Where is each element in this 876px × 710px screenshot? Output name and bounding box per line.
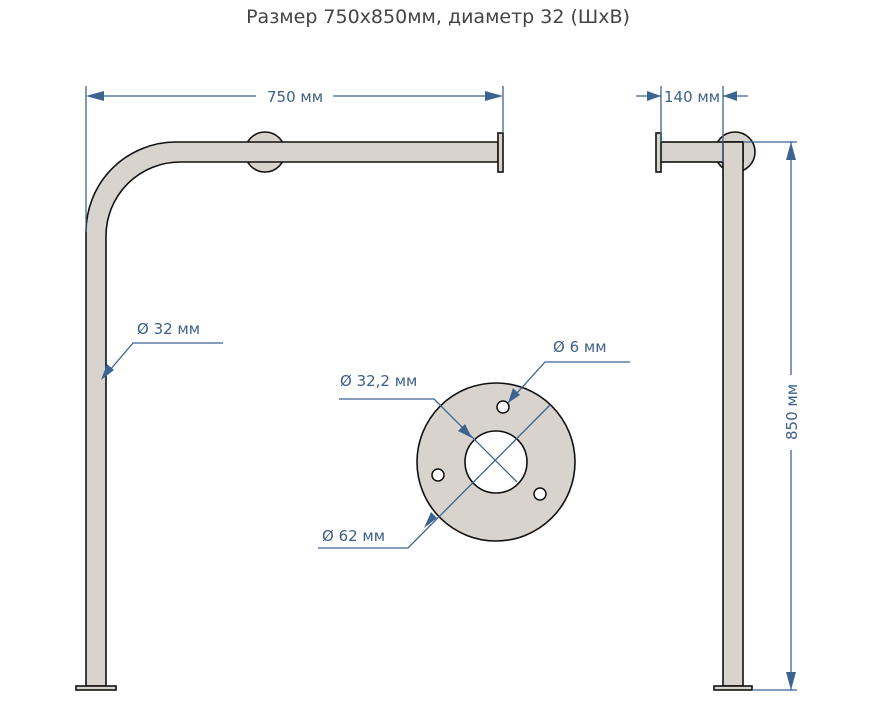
pipe-diameter-leader xyxy=(103,342,223,378)
width-label: 750 мм xyxy=(267,88,323,106)
drawing-title: Размер 750х850мм, диаметр 32 (ШхВ) xyxy=(246,6,630,28)
flange-detail: Ø 32,2 мм Ø 62 мм Ø 6 мм xyxy=(318,338,630,549)
wall-flange xyxy=(497,132,504,173)
mount-hole xyxy=(533,487,547,501)
offset-label: 140 мм xyxy=(664,88,720,106)
outer-diameter-label: Ø 62 мм xyxy=(322,527,385,545)
hole-diameter-label: Ø 6 мм xyxy=(553,338,607,356)
inner-diameter-label: Ø 32,2 мм xyxy=(340,372,417,390)
vertical-pipe xyxy=(722,141,744,687)
front-view: 750 мм Ø 32 мм xyxy=(75,86,504,691)
wall-flange xyxy=(655,132,662,173)
pipe-diameter-label: Ø 32 мм xyxy=(137,320,200,338)
floor-flange xyxy=(713,685,753,691)
flange-center-hole xyxy=(464,430,528,494)
mount-hole xyxy=(431,468,445,482)
floor-flange xyxy=(75,685,117,691)
mount-hole xyxy=(496,400,510,414)
height-label: 850 мм xyxy=(783,384,801,440)
side-view: 140 мм 850 мм xyxy=(636,86,801,691)
